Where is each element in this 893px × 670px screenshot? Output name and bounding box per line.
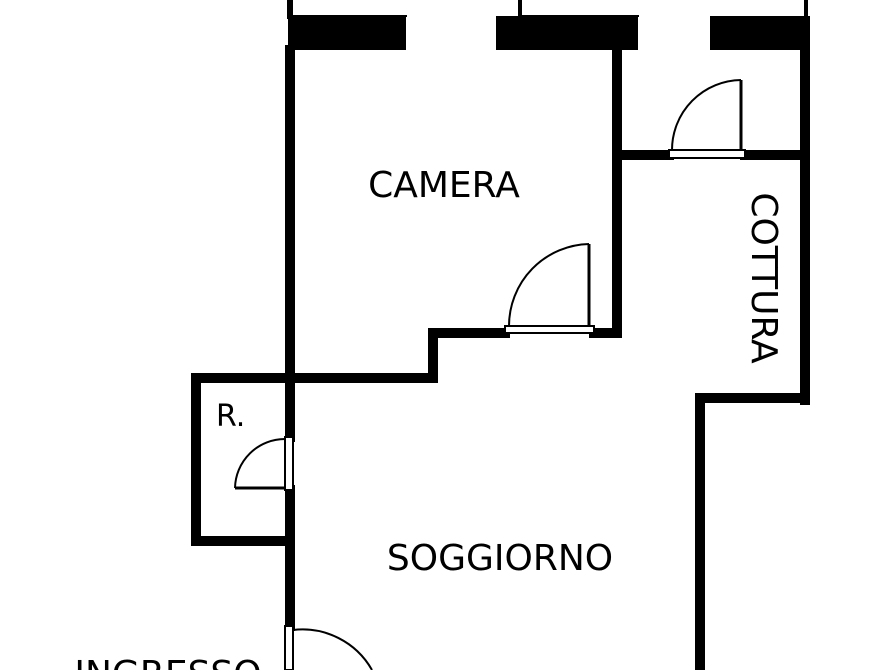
service-door-swing [671,79,742,151]
ingresso-door-frame [284,625,294,670]
room-label-camera: CAMERA [368,165,520,206]
ripostiglio-door-frame [284,436,294,491]
camera-door-frame [504,325,595,334]
room-label-ingresso: INGRESSO [74,654,261,670]
room-label-cottura: COTTURA [743,192,784,364]
wall-right-step [695,393,810,670]
ingresso-door-swing [292,628,373,670]
ripostiglio-door-swing [234,438,286,489]
service-door-frame [668,149,746,159]
room-label-soggiorno: SOGGIORNO [387,538,613,579]
walls [191,0,810,670]
window-block-2 [496,16,638,50]
camera-door-swing [508,243,590,327]
wall-ripostiglio [191,373,295,546]
window-block-1 [288,16,406,50]
wall-camera-bottom-left [285,328,510,383]
room-label-ripostiglio: R. [216,399,245,434]
window-block-3 [710,16,810,50]
doors [234,79,746,670]
